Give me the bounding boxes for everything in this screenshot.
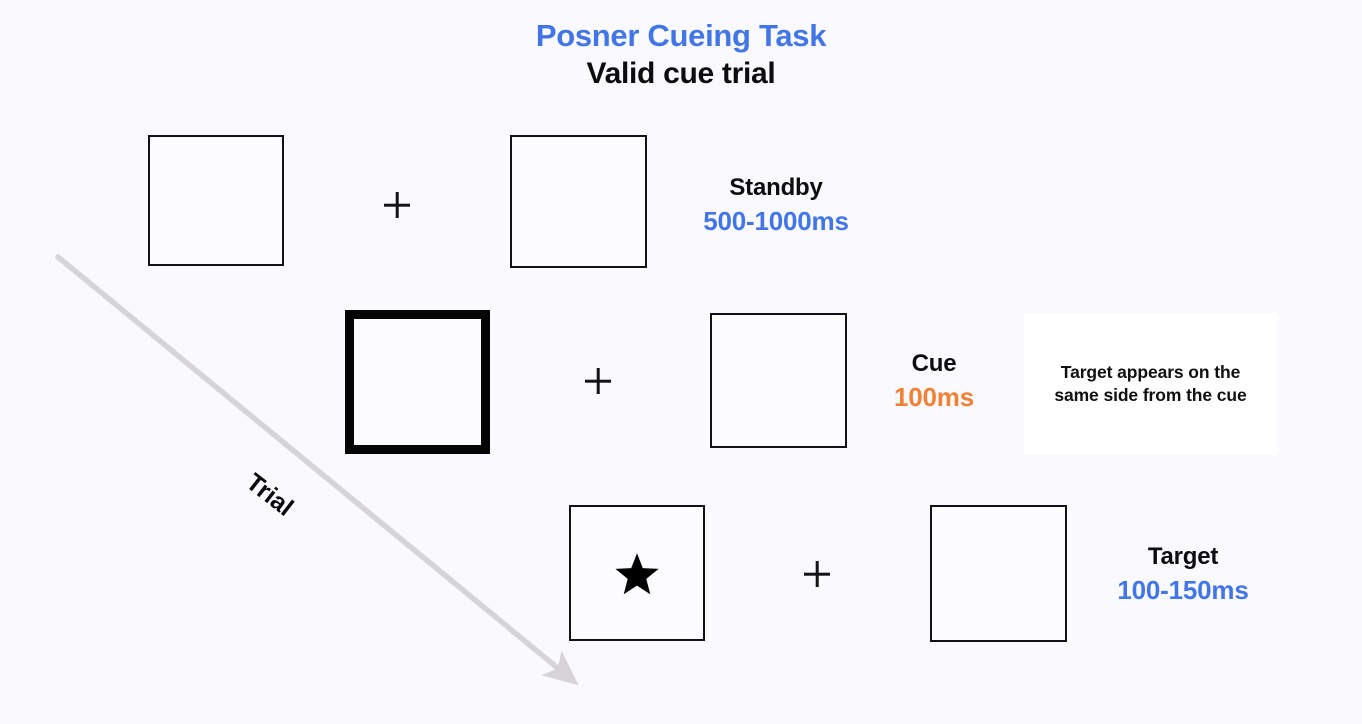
standby-phase-name: Standby xyxy=(729,174,823,201)
star-icon xyxy=(614,551,660,597)
cue-fixation-cross-icon xyxy=(585,368,611,394)
standby-fixation-cross-icon xyxy=(384,192,410,218)
cue-right-box xyxy=(710,313,847,448)
target-phase-duration: 100-150ms xyxy=(1117,574,1249,605)
target-right-box xyxy=(930,505,1067,642)
target-phase-label: Target 100-150ms xyxy=(1083,543,1283,606)
cue-phase-name: Cue xyxy=(911,350,957,377)
target-phase-name: Target xyxy=(1147,543,1219,570)
callout-note-text: Target appears on the same side from the… xyxy=(1054,361,1247,405)
title-subtitle: Valid cue trial xyxy=(586,56,776,90)
cue-phase-duration: 100ms xyxy=(894,381,974,412)
callout-note: Target appears on the same side from the… xyxy=(1024,313,1277,455)
cue-left-box xyxy=(345,310,490,454)
target-fixation-cross-icon xyxy=(804,561,830,587)
page-title: Posner Cueing Task Valid cue trial xyxy=(0,18,1362,92)
standby-left-box xyxy=(148,135,284,266)
cue-phase-label: Cue 100ms xyxy=(855,350,1013,413)
standby-phase-duration: 500-1000ms xyxy=(703,205,849,236)
standby-phase-label: Standby 500-1000ms xyxy=(658,174,894,237)
title-main: Posner Cueing Task xyxy=(535,18,827,53)
trial-arrow-label: Trial xyxy=(240,468,299,522)
standby-right-box xyxy=(510,135,647,268)
